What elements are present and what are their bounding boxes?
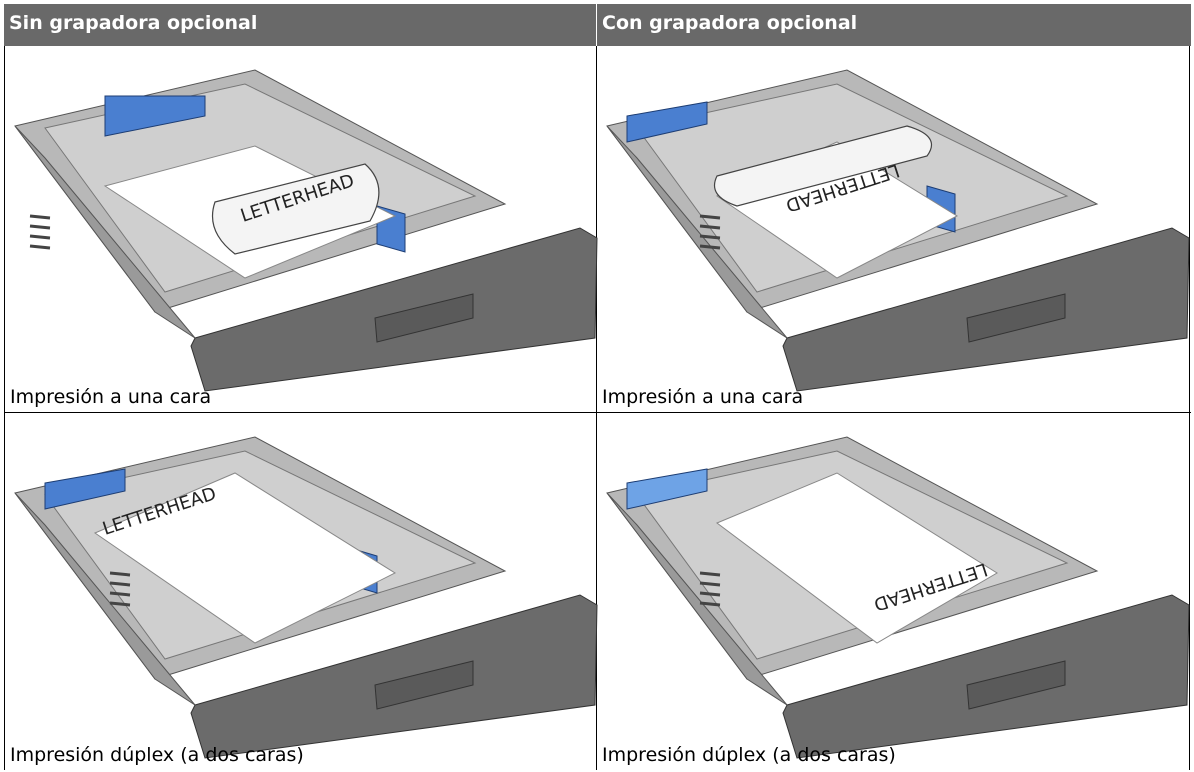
- cell-simplex-with-stapler: LETTERHEAD Impresión a una cara: [597, 46, 1190, 412]
- tray-illustration: LETTERHEAD: [606, 436, 1190, 759]
- vent-slots: [109, 571, 131, 607]
- column-header-without-stapler: Sin grapadora opcional: [4, 4, 597, 46]
- caption-duplex-without-stapler: Impresión dúplex (a dos caras): [10, 744, 304, 766]
- paper-stack: LETTERHEAD: [713, 125, 959, 279]
- tray-illustration: LETTERHEAD: [14, 69, 598, 392]
- paper-stack: LETTERHEAD: [103, 145, 397, 279]
- cell-duplex-with-stapler: LETTERHEAD Impresión dúplex (a dos caras…: [597, 413, 1190, 770]
- tray-illustration: LETTERHEAD: [606, 69, 1190, 392]
- paper-loading-table: Sin grapadora opcional Con grapadora opc…: [4, 4, 1191, 770]
- column-header-with-stapler: Con grapadora opcional: [602, 12, 858, 34]
- caption-simplex-without-stapler: Impresión a una cara: [10, 386, 212, 408]
- table-header: Sin grapadora opcional Con grapadora opc…: [4, 4, 1191, 46]
- vent-slots: [29, 214, 51, 250]
- caption-simplex-with-stapler: Impresión a una cara: [602, 386, 804, 408]
- table-row-simplex: LETTERHEAD Impresión a una cara: [4, 46, 1191, 413]
- tray-illustration: LETTERHEAD: [14, 436, 598, 759]
- cell-duplex-without-stapler: LETTERHEAD Impresión dúplex (a dos caras…: [4, 413, 598, 770]
- vent-slots: [699, 571, 721, 607]
- cell-simplex-without-stapler: LETTERHEAD Impresión a una cara: [4, 46, 598, 412]
- vent-slots: [699, 214, 721, 250]
- table-row-duplex: LETTERHEAD Impresión dúplex (a dos caras…: [4, 413, 1191, 770]
- caption-duplex-with-stapler: Impresión dúplex (a dos caras): [602, 744, 896, 766]
